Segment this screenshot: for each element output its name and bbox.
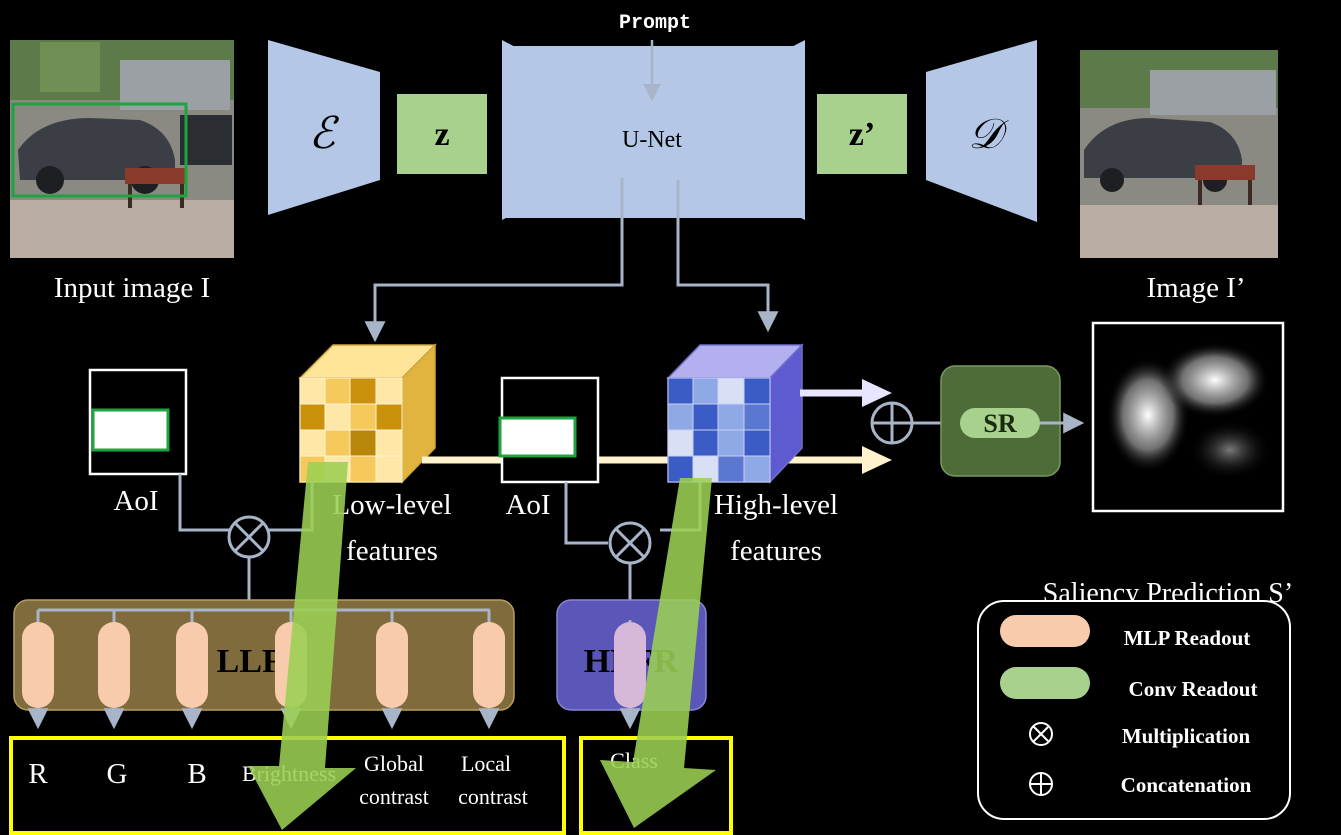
output-image	[1080, 50, 1278, 258]
high-level-label-line2: features	[730, 535, 822, 567]
green-overlay-arrow-low	[248, 462, 356, 830]
low-level-label-line1: Low-level	[332, 489, 451, 521]
aoi-right-label: AoI	[505, 489, 550, 521]
encoder-block	[268, 40, 380, 215]
multiplication-node-low	[227, 515, 271, 559]
sr-label: SR	[983, 409, 1016, 438]
saliency-map	[1091, 321, 1285, 513]
sr-conv-readout	[960, 408, 1040, 438]
latent-z-label: z	[434, 116, 449, 153]
aoi-left-region	[91, 408, 170, 452]
aoi-right-to-mult	[564, 482, 608, 545]
legend-conv-label: Conv Readout	[1129, 677, 1258, 701]
prompt-label: Prompt	[619, 12, 691, 35]
aoi-left-to-mult	[178, 474, 230, 532]
multiplication-node-high	[608, 521, 652, 565]
latent-z-box	[397, 94, 487, 174]
unet-shape	[502, 40, 805, 220]
low-level-label-line2: features	[346, 535, 438, 567]
unet-to-low-arrow	[364, 178, 624, 343]
concat-arrow-lower-head	[862, 446, 892, 474]
output-local-contrast-line2: contrast	[458, 784, 528, 809]
output-local-contrast-line1: Local	[461, 751, 511, 776]
unet-to-high-arrow	[676, 180, 779, 333]
hlfr-mlp-readout	[614, 622, 646, 708]
input-image-caption: Input image I	[54, 272, 210, 304]
output-b: B	[187, 758, 206, 790]
llfr-mlp-readouts	[22, 610, 505, 730]
concat-arrow-upper-head	[862, 379, 892, 407]
multiplication-icon	[1029, 722, 1053, 746]
input-image	[10, 40, 234, 258]
unet-label: U-Net	[622, 127, 682, 153]
aoi-left-label: AoI	[113, 485, 158, 517]
output-r: R	[28, 758, 48, 790]
output-g: G	[107, 758, 128, 790]
legend-concatenation-label: Concatenation	[1121, 773, 1252, 797]
legend-box	[977, 600, 1291, 820]
legend-mlp-label: MLP Readout	[1124, 626, 1251, 650]
low-level-feature-cube	[298, 343, 437, 484]
latent-z-prime-box	[817, 94, 907, 174]
output-global-contrast-line2: contrast	[359, 784, 429, 809]
latent-z-prime-label: z’	[849, 116, 875, 153]
legend-mlp-swatch	[1000, 615, 1090, 647]
aoi-right-region	[498, 416, 577, 458]
legend-multiplication-label: Multiplication	[1122, 724, 1251, 748]
high-level-label-line1: High-level	[714, 489, 838, 521]
output-global-contrast-line1: Global	[364, 751, 424, 776]
output-image-caption: Image I’	[1146, 272, 1245, 304]
legend-conv-swatch	[1000, 667, 1090, 699]
decoder-block	[926, 40, 1037, 222]
concatenation-icon	[1029, 772, 1053, 796]
green-overlay-arrow-high	[600, 478, 716, 828]
concatenation-node	[870, 401, 914, 445]
encoder-symbol: ℰ	[309, 109, 340, 158]
high-level-feature-cube	[666, 343, 804, 484]
